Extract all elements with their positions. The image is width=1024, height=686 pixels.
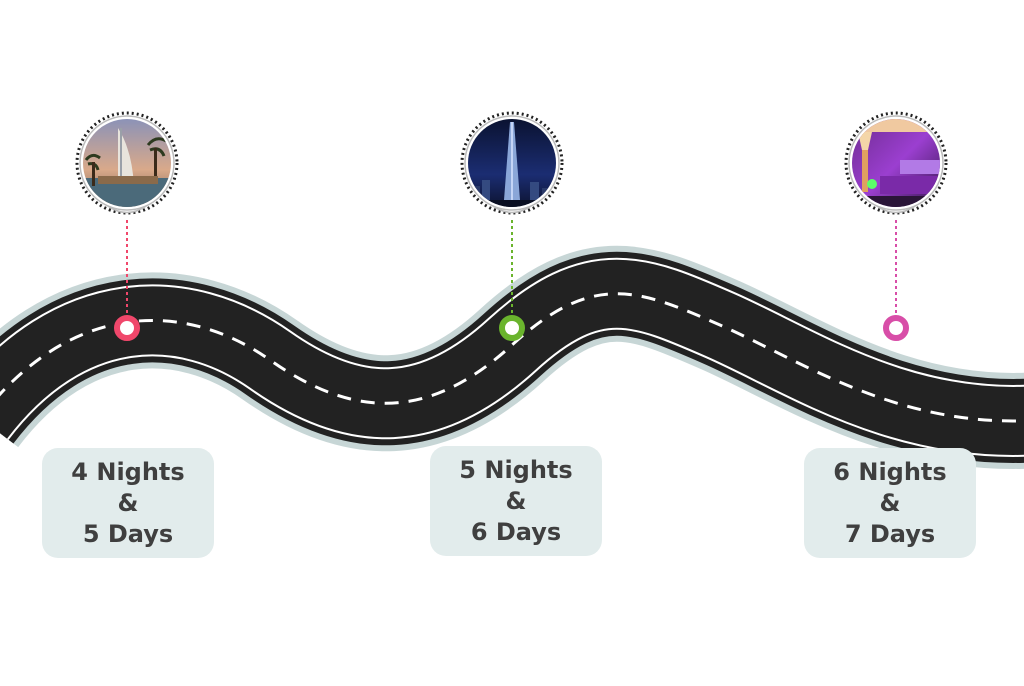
ampersand: & <box>879 488 901 517</box>
days-label: 6 Days <box>470 517 562 546</box>
days-label: 5 Days <box>82 519 174 548</box>
ampersand: & <box>505 486 527 515</box>
road-marker <box>499 315 525 341</box>
photo-frame-dots <box>75 111 179 215</box>
ampersand: & <box>117 488 139 517</box>
road-marker <box>114 315 140 341</box>
duration-card-1: 4 Nights & 5 Days <box>42 448 214 558</box>
milestone-2 <box>460 111 564 341</box>
nights-label: 4 Nights <box>71 457 185 486</box>
milestone-3 <box>844 111 948 341</box>
photo-frame-dots <box>844 111 948 215</box>
duration-card-2: 5 Nights & 6 Days <box>430 446 602 556</box>
nights-label: 6 Nights <box>833 457 947 486</box>
milestone-1 <box>75 111 179 341</box>
photo-frame-dots <box>460 111 564 215</box>
days-label: 7 Days <box>844 519 936 548</box>
lane-divider <box>0 292 1024 423</box>
duration-card-3: 6 Nights & 7 Days <box>804 448 976 558</box>
road-marker <box>883 315 909 341</box>
nights-label: 5 Nights <box>459 455 573 484</box>
